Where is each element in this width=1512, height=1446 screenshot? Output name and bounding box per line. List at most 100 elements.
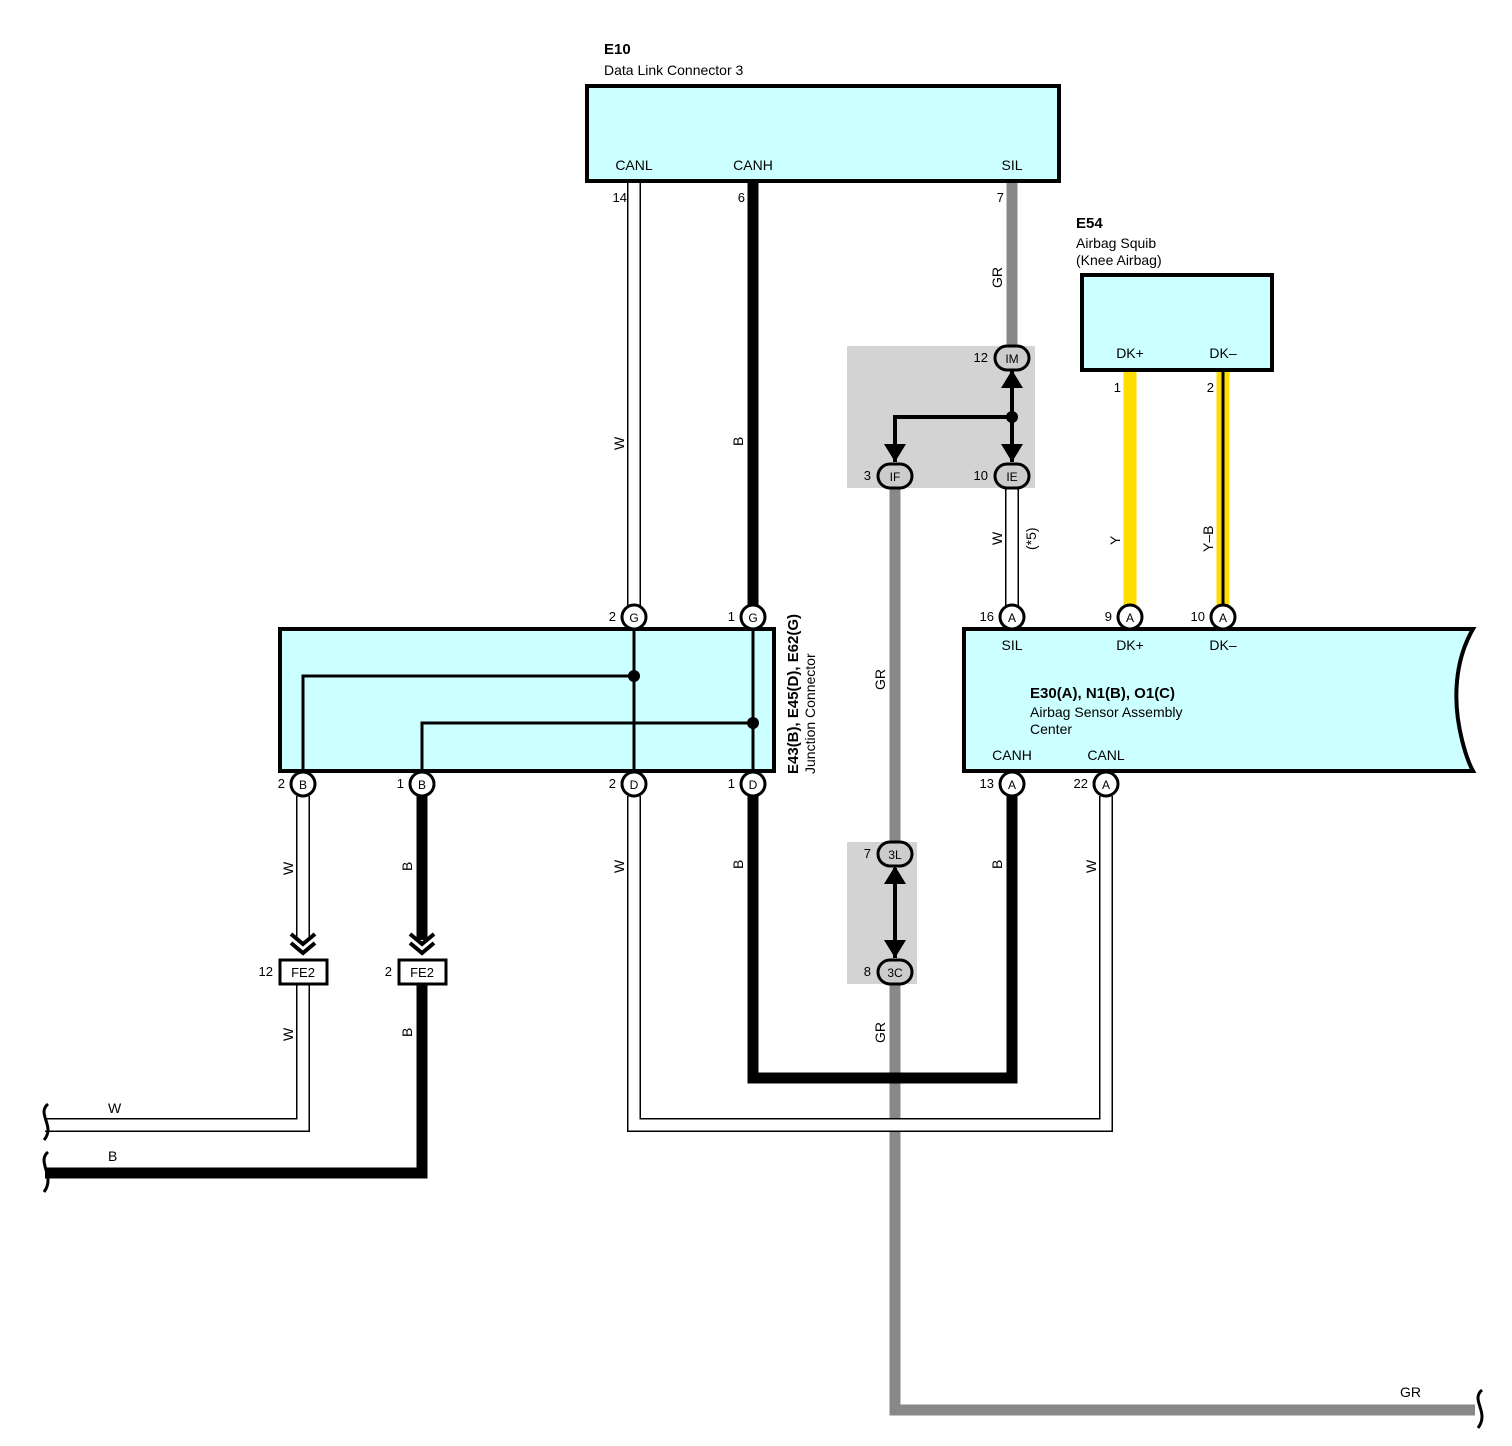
junction-name: Junction Connector (802, 653, 818, 774)
e54-name-line1: Airbag Squib (1076, 235, 1156, 251)
svg-text:A: A (1219, 611, 1227, 625)
svg-text:7: 7 (864, 846, 871, 861)
e10-terminal-sil: SIL (1001, 157, 1022, 173)
junction-dot-canl (628, 670, 640, 682)
svg-text:22: 22 (1074, 776, 1088, 791)
svg-text:16: 16 (980, 609, 994, 624)
e54-terminal-dkplus: DK+ (1116, 345, 1144, 361)
pin-asm-a13: A 13 (980, 770, 1026, 798)
svg-text:2: 2 (609, 776, 616, 791)
wire-white-canl-loop (627, 796, 1113, 1132)
wire-labels: W B GR W (*5) Y Y–B GR GR W B W B B W W … (108, 267, 1421, 1400)
label-b-d1: B (730, 860, 746, 869)
chevrons-fe2-12 (289, 932, 317, 956)
e10-pin-7: 7 (997, 190, 1004, 205)
svg-text:FE2: FE2 (291, 965, 315, 980)
svg-text:B: B (299, 778, 307, 792)
svg-text:9: 9 (1105, 609, 1112, 624)
asm-code: E30(A), N1(B), O1(C) (1030, 685, 1175, 702)
splice-if: IF 3 (864, 462, 914, 490)
pins: G 2 G 1 B 2 B 1 D 2 D 1 (278, 603, 1237, 798)
label-yb-dkminus: Y–B (1200, 526, 1216, 552)
splice-ie: IE 10 (974, 462, 1031, 490)
svg-text:B: B (418, 778, 426, 792)
wire-gray-3c-out (889, 984, 1475, 1416)
svg-text:A: A (1102, 778, 1110, 792)
asm-terminal-canl: CANL (1087, 747, 1125, 763)
splice-3c: 3C 8 (864, 958, 914, 986)
wire-white-fe2-out (45, 984, 310, 1132)
label-b-b1: B (399, 862, 415, 871)
label-gr-sil-upper: GR (989, 267, 1005, 288)
splice-arrows-lower (884, 866, 906, 958)
pin-asm-a9: A 9 (1105, 603, 1144, 631)
junction-internal-lines (301, 629, 755, 771)
label-gr-mid: GR (872, 669, 888, 690)
pin-jc-d2: D 2 (609, 770, 648, 798)
svg-text:A: A (1008, 778, 1016, 792)
asm-name-line1: Airbag Sensor Assembly (1030, 704, 1183, 720)
e54-pin-2: 2 (1207, 380, 1214, 395)
label-b-canh-upper: B (730, 437, 746, 446)
svg-text:A: A (1126, 611, 1134, 625)
connector-e10: E10 Data Link Connector 3 CANL CANH SIL … (585, 41, 1061, 205)
svg-text:1: 1 (728, 776, 735, 791)
svg-text:13: 13 (980, 776, 994, 791)
svg-text:IF: IF (890, 470, 901, 484)
svg-text:D: D (630, 778, 639, 792)
splice-junction-dot (1006, 411, 1018, 423)
break-marks (42, 1102, 1484, 1429)
e10-terminal-canl: CANL (615, 157, 653, 173)
label-gr-lower: GR (872, 1022, 888, 1043)
asm-terminal-sil: SIL (1001, 637, 1022, 653)
label-w-d2: W (611, 859, 627, 873)
label-b-left: B (108, 1148, 117, 1164)
svg-text:D: D (749, 778, 758, 792)
svg-text:3L: 3L (888, 848, 902, 862)
svg-text:1: 1 (728, 609, 735, 624)
pin-jc-d1: D 1 (728, 770, 767, 798)
e54-code: E54 (1076, 215, 1103, 232)
junction-connector: E43(B), E45(D), E62(G) Junction Connecto… (278, 614, 818, 774)
label-w-left: W (108, 1100, 122, 1116)
svg-text:IM: IM (1005, 352, 1018, 366)
pin-jc-g2: G 2 (609, 603, 648, 631)
asm-terminal-dkminus: DK– (1209, 637, 1236, 653)
pin-jc-b2: B 2 (278, 770, 317, 798)
splice-im: IM 12 (974, 344, 1031, 372)
e10-name: Data Link Connector 3 (604, 62, 744, 78)
svg-text:1: 1 (397, 776, 404, 791)
airbag-sensor-assembly: E30(A), N1(B), O1(C) Airbag Sensor Assem… (962, 627, 1477, 773)
pin-jc-g1: G 1 (728, 603, 767, 631)
svg-text:G: G (629, 611, 638, 625)
svg-text:3C: 3C (887, 966, 903, 980)
svg-text:IE: IE (1006, 470, 1017, 484)
e10-terminal-canh: CANH (733, 157, 773, 173)
e54-terminal-dkminus: DK– (1209, 345, 1236, 361)
pin-asm-a16: A 16 (980, 603, 1026, 631)
asm-terminal-dkplus: DK+ (1116, 637, 1144, 653)
pin-asm-a22: A 22 (1074, 770, 1120, 798)
wires (45, 182, 1475, 1416)
connector-e54: E54 Airbag Squib (Knee Airbag) DK+ DK– 1… (1076, 215, 1274, 395)
svg-text:2: 2 (385, 964, 392, 979)
junction-dot-canh (747, 717, 759, 729)
label-y-dkplus: Y (1107, 535, 1123, 545)
svg-text:3: 3 (864, 468, 871, 483)
svg-text:12: 12 (259, 964, 273, 979)
e10-pin-6: 6 (738, 190, 745, 205)
asm-terminal-canh: CANH (992, 747, 1032, 763)
junction-code: E43(B), E45(D), E62(G) (785, 614, 802, 774)
label-w-canl-upper: W (611, 436, 627, 450)
e10-pin-14: 14 (613, 190, 627, 205)
svg-text:10: 10 (1191, 609, 1205, 624)
asm-name-line2: Center (1030, 721, 1072, 737)
label-w-ie: W (989, 531, 1005, 545)
splice-3l: 3L 7 (864, 840, 914, 868)
svg-text:10: 10 (974, 468, 988, 483)
label-w-b2: W (280, 861, 296, 875)
wire-black-canh-loop (747, 796, 1018, 1084)
svg-text:FE2: FE2 (410, 965, 434, 980)
splice-arrows-upper (884, 370, 1023, 462)
